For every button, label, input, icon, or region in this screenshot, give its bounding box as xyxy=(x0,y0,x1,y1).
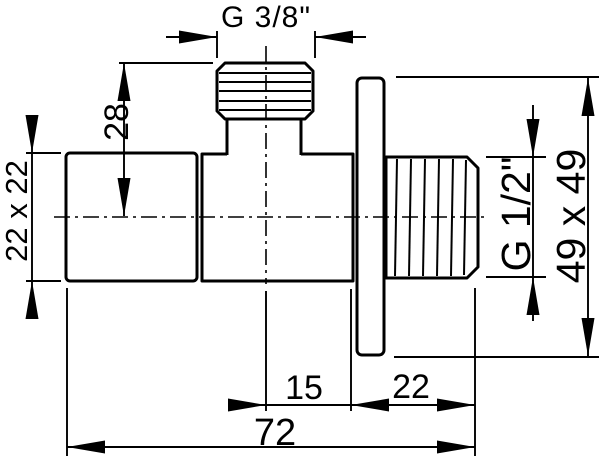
arrow-up xyxy=(117,63,131,101)
arrow-right xyxy=(437,440,475,454)
dim-side-thread: G 1/2" xyxy=(486,105,546,321)
valve-body xyxy=(200,152,355,283)
top-thread-ridges xyxy=(219,72,311,111)
dim-label-22: 22 xyxy=(392,368,430,406)
arrow-up xyxy=(25,281,39,319)
arrow-up xyxy=(581,78,595,116)
top-thread xyxy=(215,61,315,121)
arrow-left xyxy=(351,398,389,412)
arrow-down xyxy=(25,115,39,153)
bottom-extension-lines xyxy=(66,288,476,456)
dim-label-handle-square: 22 x 22 xyxy=(0,160,34,262)
dim-label-15: 15 xyxy=(285,369,323,407)
arrow-left xyxy=(67,440,105,454)
arrow-up xyxy=(526,277,540,315)
arrow-down xyxy=(117,178,131,216)
arrow-down xyxy=(581,318,595,356)
dim-label-flange-square: 49 x 49 xyxy=(548,149,594,284)
inlet-neck xyxy=(225,118,303,155)
dim-72: 72 xyxy=(67,412,475,454)
arrow-right xyxy=(437,398,475,412)
centerlines xyxy=(54,46,487,284)
dim-15: 15 xyxy=(228,369,475,412)
arrow-left xyxy=(315,30,353,44)
arrow-down xyxy=(526,119,540,157)
dim-label-28: 28 xyxy=(98,103,136,141)
arrow-right xyxy=(228,398,266,412)
dim-flange-square: 49 x 49 xyxy=(394,76,599,358)
dim-label-top-thread: G 3/8" xyxy=(221,1,311,34)
dim-top-thread: G 3/8" xyxy=(166,1,366,58)
dim-28: 28 xyxy=(98,62,213,216)
dim-22: 22 xyxy=(392,368,475,412)
dim-handle-square: 22 x 22 xyxy=(0,115,61,319)
arrow-right xyxy=(179,30,217,44)
dim-label-side-thread: G 1/2" xyxy=(493,157,539,272)
dim-label-72: 72 xyxy=(254,412,296,454)
